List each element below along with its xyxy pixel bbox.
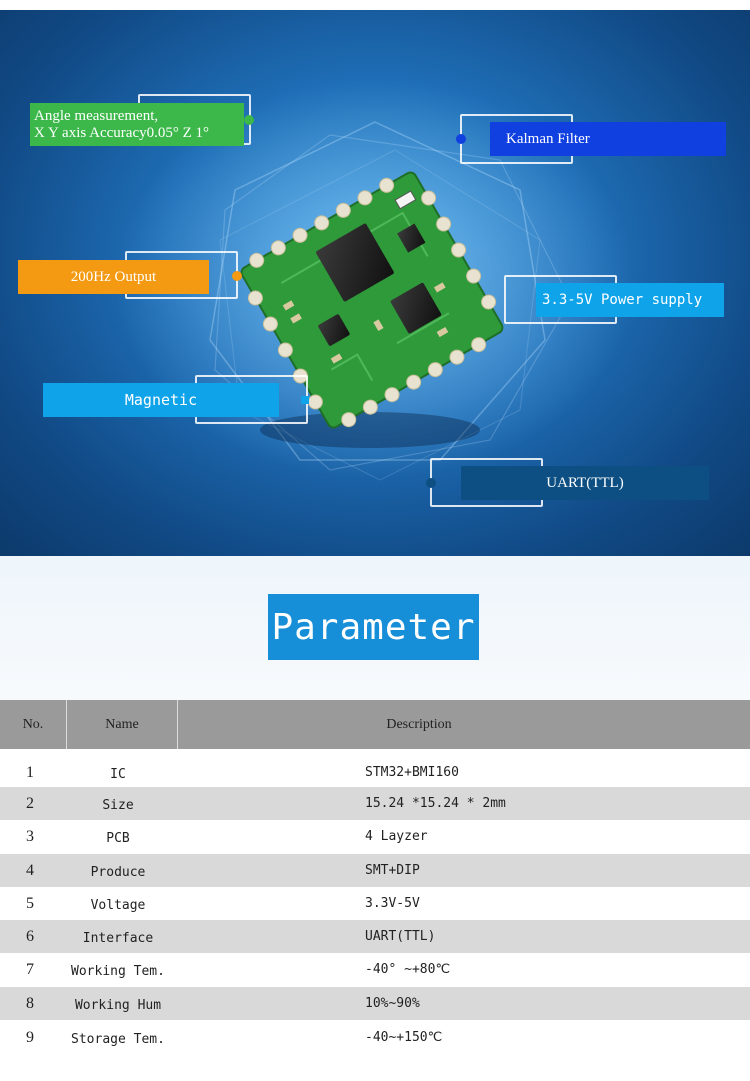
output-dot-icon xyxy=(232,271,242,281)
row-name: Interface xyxy=(82,931,154,946)
kalman-filter-label: Kalman Filter xyxy=(490,122,726,156)
table-row: 2 Size 15.24 *15.24 * 2mm xyxy=(0,787,750,820)
row-no: 1 xyxy=(26,763,34,781)
hero-banner: Angle measurement, X Y axis Accuracy0.05… xyxy=(0,10,750,556)
row-desc: 10%~90% xyxy=(365,996,420,1011)
header-name: Name xyxy=(105,716,139,732)
row-no: 2 xyxy=(26,794,34,812)
pcb-module-image xyxy=(240,171,504,429)
power-supply-label: 3.3-5V Power supply xyxy=(536,283,724,317)
table-header: No. Name Description xyxy=(0,700,750,749)
header-divider xyxy=(66,700,67,749)
row-no: 7 xyxy=(26,960,34,978)
row-name: Working Tem. xyxy=(71,964,165,979)
table-row: 3 PCB 4 Layzer xyxy=(0,820,750,853)
row-name: Produce xyxy=(90,865,146,880)
row-desc: STM32+BMI160 xyxy=(365,765,459,780)
table-row: 1 IC STM32+BMI160 xyxy=(0,756,750,789)
row-no: 8 xyxy=(26,994,34,1012)
angle-dot-icon xyxy=(244,115,254,125)
row-desc: SMT+DIP xyxy=(365,863,420,878)
row-no: 4 xyxy=(26,861,34,879)
uart-dot-icon xyxy=(426,478,436,488)
header-divider xyxy=(177,700,178,749)
row-desc: UART(TTL) xyxy=(365,929,436,944)
row-name: PCB xyxy=(106,831,130,846)
magnetic-dot-icon xyxy=(301,396,309,404)
angle-label-line1: Angle measurement, xyxy=(34,107,159,124)
angle-label-line2: X Y axis Accuracy0.05° Z 1° xyxy=(34,124,210,141)
row-name: IC xyxy=(110,767,126,782)
row-name: Storage Tem. xyxy=(71,1032,165,1047)
row-name: Size xyxy=(102,798,134,813)
output-label: 200Hz Output xyxy=(18,260,209,294)
magnetic-label: Magnetic xyxy=(43,383,279,417)
row-no: 9 xyxy=(26,1028,34,1046)
angle-measurement-label: Angle measurement, X Y axis Accuracy0.05… xyxy=(30,103,244,146)
row-name: Voltage xyxy=(90,898,146,913)
parameter-title: Parameter xyxy=(268,594,479,660)
row-no: 6 xyxy=(26,927,34,945)
row-no: 5 xyxy=(26,894,34,912)
header-no: No. xyxy=(22,716,44,732)
hero-graphic xyxy=(115,80,635,481)
row-desc: -40° ~+80℃ xyxy=(365,962,451,977)
table-row: 6 Interface UART(TTL) xyxy=(0,920,750,953)
table-row: 4 Produce SMT+DIP xyxy=(0,854,750,887)
table-row: 5 Voltage 3.3V-5V xyxy=(0,887,750,920)
header-description: Description xyxy=(386,716,452,732)
kalman-dot-icon xyxy=(456,134,466,144)
row-no: 3 xyxy=(26,827,34,845)
table-row: 9 Storage Tem. -40~+150℃ xyxy=(0,1021,750,1054)
uart-label: UART(TTL) xyxy=(461,466,709,500)
table-row: 7 Working Tem. -40° ~+80℃ xyxy=(0,953,750,986)
row-desc: -40~+150℃ xyxy=(365,1030,443,1045)
row-name: Working Hum xyxy=(74,998,162,1013)
row-desc: 15.24 *15.24 * 2mm xyxy=(365,796,506,811)
table-row: 8 Working Hum 10%~90% xyxy=(0,987,750,1020)
row-desc: 3.3V-5V xyxy=(365,896,420,911)
row-desc: 4 Layzer xyxy=(365,829,428,844)
